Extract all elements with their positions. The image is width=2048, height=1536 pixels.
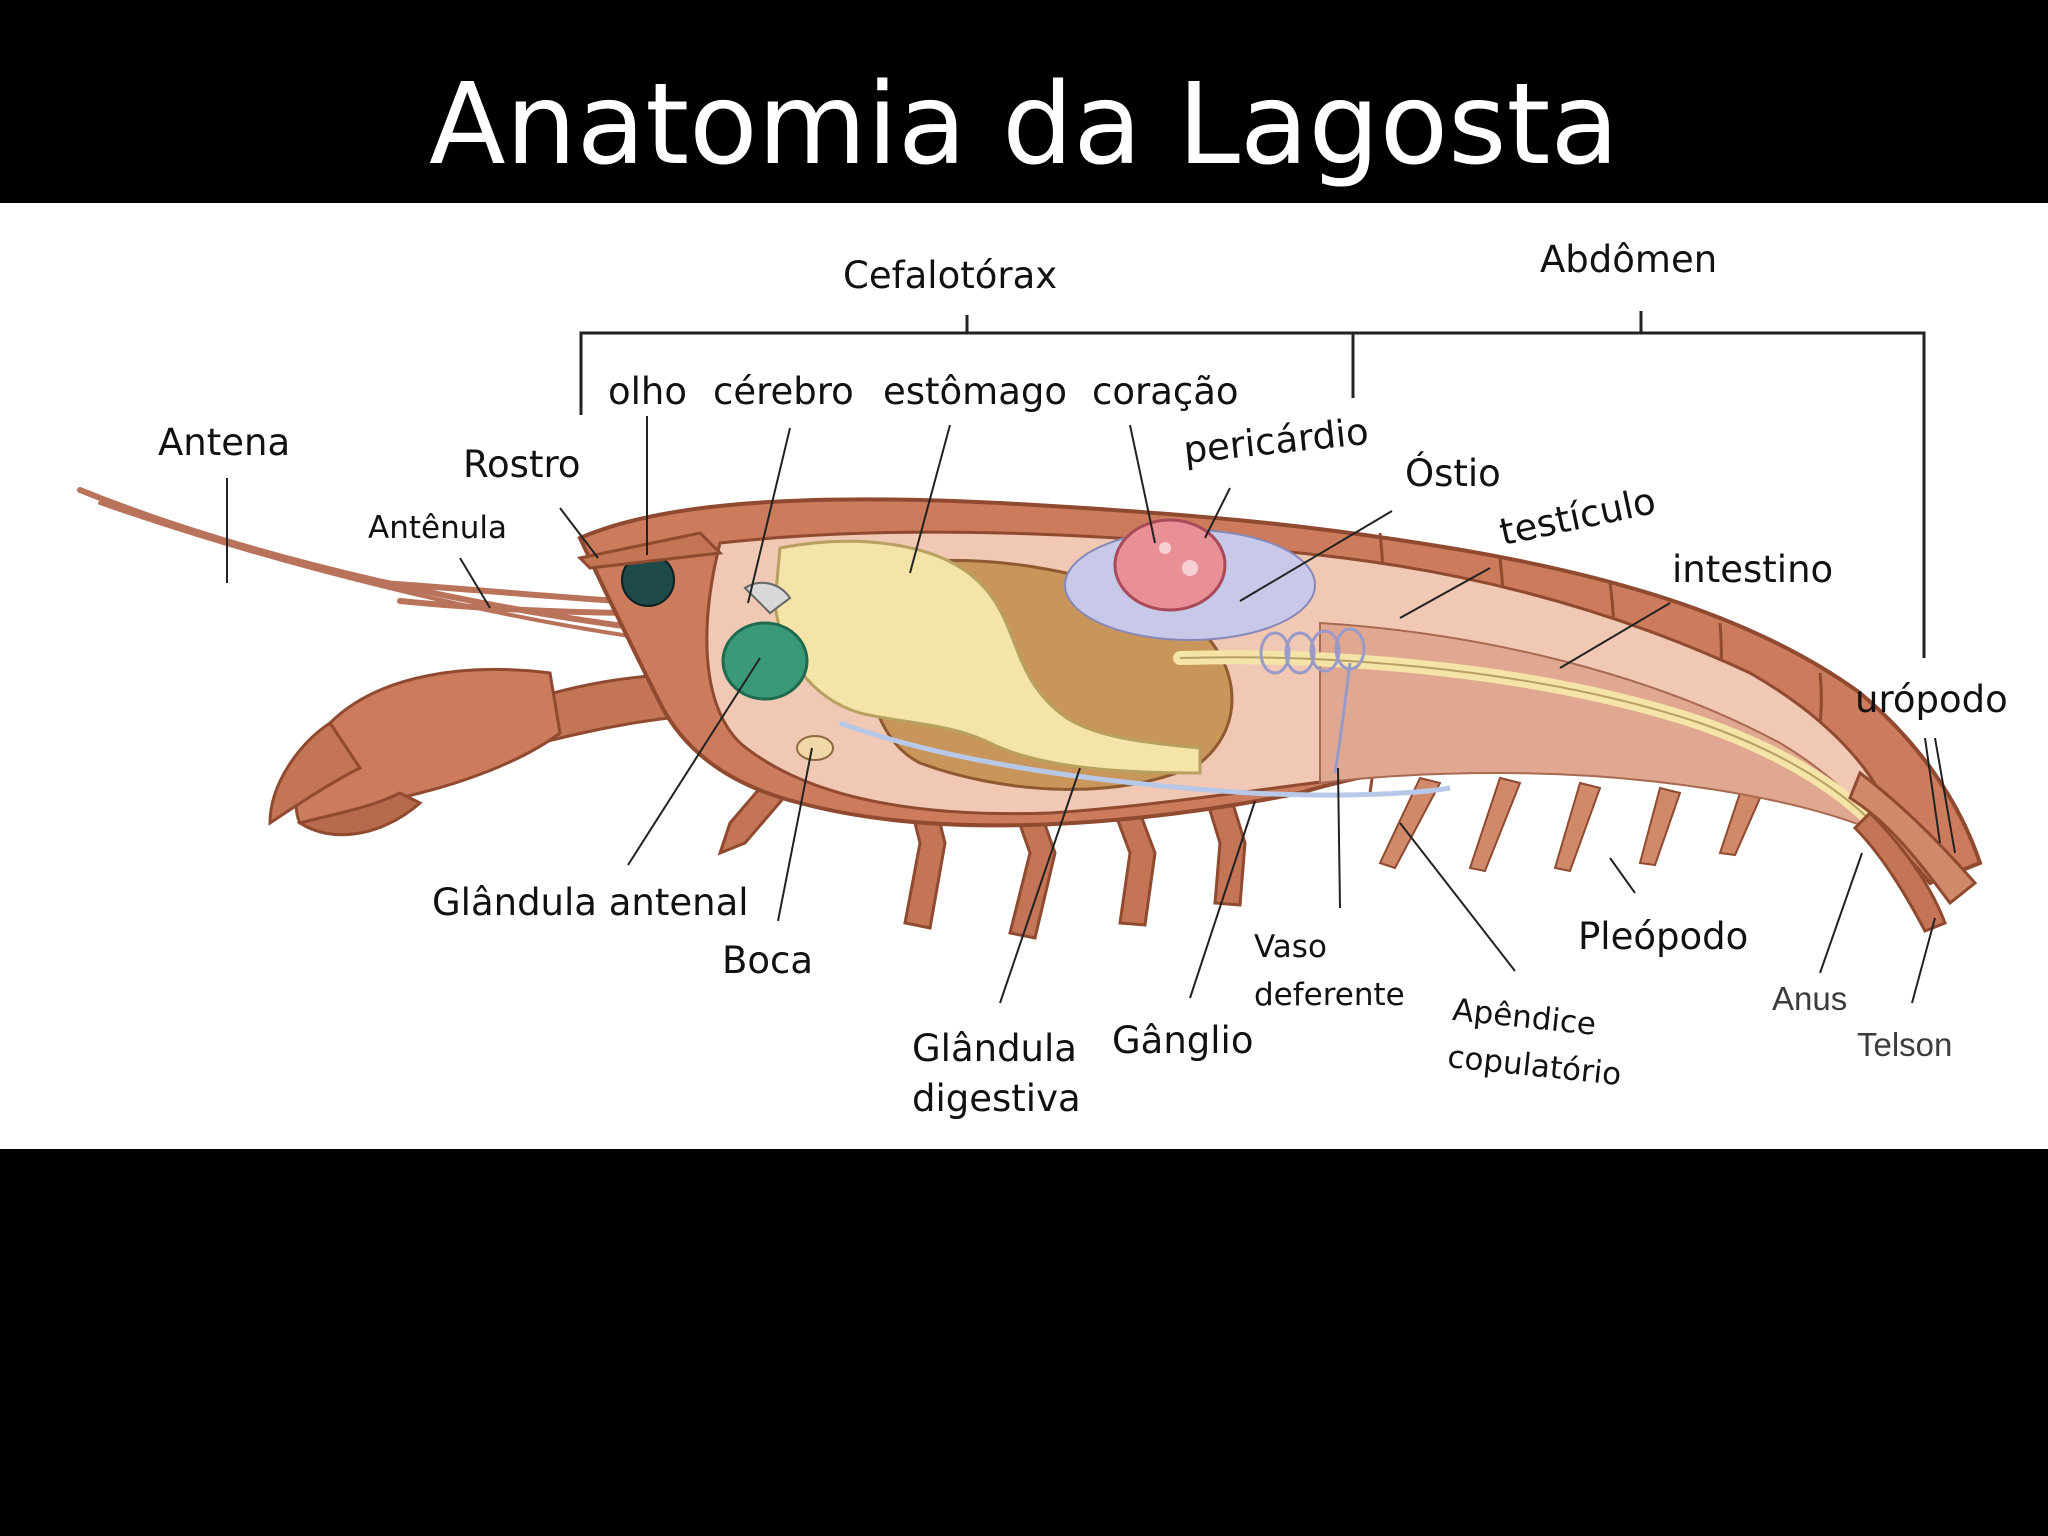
heart-shape [1113,518,1227,612]
label-ostio: Óstio [1405,452,1501,495]
leader-boca [777,747,813,922]
label-ganglio: Gânglio [1112,1019,1254,1062]
stomach-shape [773,539,1202,775]
leader-apendice [1399,822,1516,972]
region-brackets [579,311,1926,658]
label-antenula: Antênula [368,510,507,546]
label-vaso-deferente-line2: deferente [1254,977,1405,1013]
leader-antenula [459,557,491,609]
testis-coils [1259,627,1366,675]
intestine-outline [1179,656,1891,844]
label-uropodo: urópodo [1855,678,2008,721]
heart-ostium [1182,560,1198,576]
label-olho: olho [608,370,688,413]
label-intestino: intestino [1672,548,1834,591]
label-telson: Telson [1857,1026,1953,1063]
leader-glandula-digestiva [999,767,1081,1004]
label-pleopodo: Pleópodo [1578,915,1749,958]
leader-vaso-deferente [1337,767,1341,909]
claw-pincer-upper [268,720,363,826]
vas-deferens-line [1333,662,1352,774]
brain-shape [743,581,792,615]
pleopods [1378,776,1762,873]
antenna-long-2 [98,501,682,645]
coil [1259,631,1291,675]
pleopod-3 [1553,781,1602,873]
label-coracao: coração [1092,370,1239,413]
label-vaso-deferente-line1: Vaso [1254,929,1327,965]
mouth-shape [796,735,834,761]
leader-pleopodo [1609,857,1636,894]
leader-anus [1819,852,1863,974]
label-boca: Boca [722,939,814,982]
label-estomago: estômago [883,370,1068,413]
region-label-cefalotorax: Cefalotórax [843,254,1058,297]
telson-shape [1852,810,1947,933]
leader-coracao [1129,424,1156,544]
label-glandula-digestiva-line1: Glândula [912,1027,1077,1070]
diagram-panel: Cefalotórax Abdômen Antena Rostro Antênu… [0,203,2048,1149]
leader-testiculo [1399,567,1491,619]
slide-title: Anatomia da Lagosta [429,60,1619,190]
leader-glandula-antenal [627,657,761,866]
label-cerebro: cérebro [713,370,854,413]
leader-cerebro [747,427,791,604]
leader-uropodo-2 [1934,737,1956,854]
coil [1309,629,1341,673]
label-glandula-antenal: Glândula antenal [432,881,749,924]
claw [268,668,722,837]
leader-pericardio [1204,487,1231,539]
label-glandula-digestiva-line2: digestiva [912,1077,1081,1120]
leader-estomago [909,424,951,574]
uropod-shape [1848,770,1978,906]
leader-lines [226,416,1956,1004]
green-gland-shape [721,621,809,701]
claw-pincer-lower [296,791,423,837]
nerve-cord [839,720,1451,798]
pleopod-1 [1378,776,1442,870]
abdomen-bracket [1353,331,1926,658]
label-rostro: Rostro [463,443,581,486]
region-label-abdomen: Abdômen [1540,238,1718,281]
pleopod-2 [1468,776,1522,873]
leader-intestino [1559,602,1671,669]
leader-telson [1911,917,1936,1004]
pleopod-4 [1638,786,1682,867]
coil [1284,631,1316,675]
leader-uropodo-1 [1924,737,1941,844]
leader-ganglio [1189,800,1256,999]
leader-ostio [1239,510,1393,602]
pleopod-5 [1718,791,1762,857]
lobster-diagram [77,311,1983,1004]
leader-rostro [559,507,599,559]
label-antena: Antena [158,421,291,464]
heart-ostium [1159,542,1171,554]
label-anus: Anus [1772,980,1848,1017]
rostrum-shape [576,531,724,570]
